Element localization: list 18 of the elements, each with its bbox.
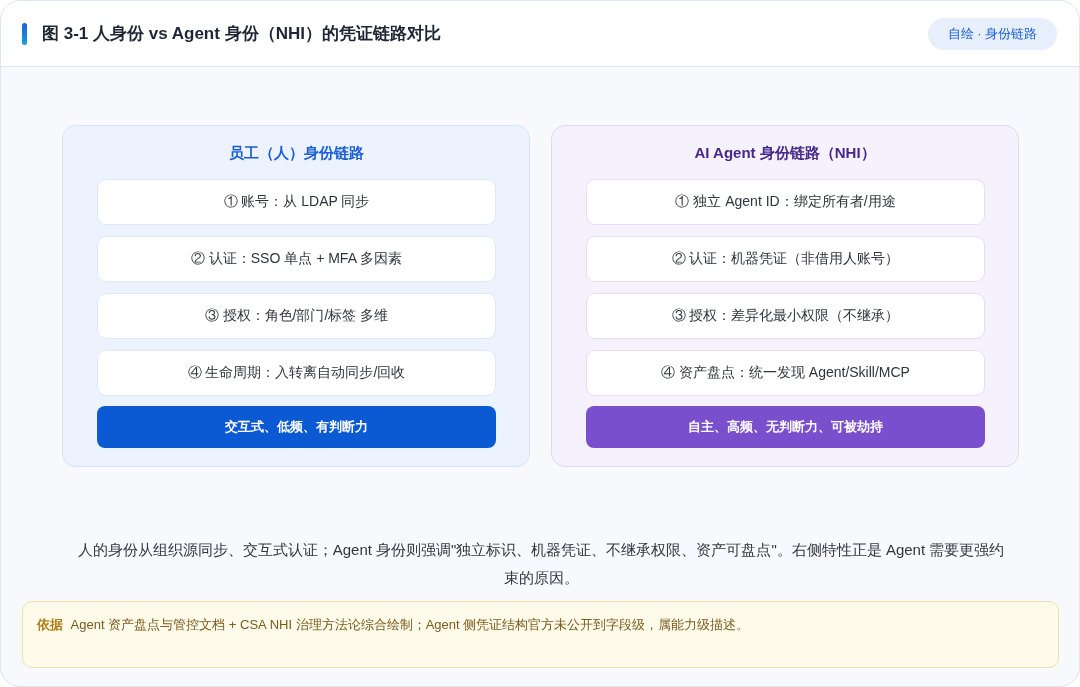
step-card: ① 账号：从 LDAP 同步 (97, 179, 496, 225)
panel-heading: 员工（人）身份链路 (227, 143, 365, 163)
panel-heading: AI Agent 身份链路（NHI） (693, 143, 877, 163)
caption: 人的身份从组织源同步、交互式认证；Agent 身份则强调"独立标识、机器凭证、不继承权限、资产可盘点"。右侧特性正是 Agent 需要更强约束的原因。 (76, 540, 1006, 588)
step-card: ① 独立 Agent ID：绑定所有者/用途 (586, 179, 985, 225)
summary-bar: 自主、高频、无判断力、可被劫持 (586, 406, 985, 448)
panel (551, 125, 1019, 467)
panel (62, 125, 530, 467)
step-card: ④ 资产盘点：统一发现 Agent/Skill/MCP (586, 350, 985, 396)
step-card: ③ 授权：差异化最小权限（不继承） (586, 293, 985, 339)
title: 图 3-1 人身份 vs Agent 身份（NHI）的凭证链路对比 (42, 23, 441, 45)
source-badge: 自绘 · 身份链路 (928, 18, 1057, 50)
step-card: ② 认证：SSO 单点 + MFA 多因素 (97, 236, 496, 282)
summary-bar: 交互式、低频、有判断力 (97, 406, 496, 448)
note-box: 依据 Agent 资产盘点与管控文档 + CSA NHI 治理方法论综合绘制；Agent 侧凭证结构官方未公开到字段级，属能力级描述。 (22, 601, 1059, 668)
step-card: ③ 授权：角色/部门/标签 多维 (97, 293, 496, 339)
step-card: ④ 生命周期：入转离自动同步/回收 (97, 350, 496, 396)
step-card: ② 认证：机器凭证（非借用人账号） (586, 236, 985, 282)
